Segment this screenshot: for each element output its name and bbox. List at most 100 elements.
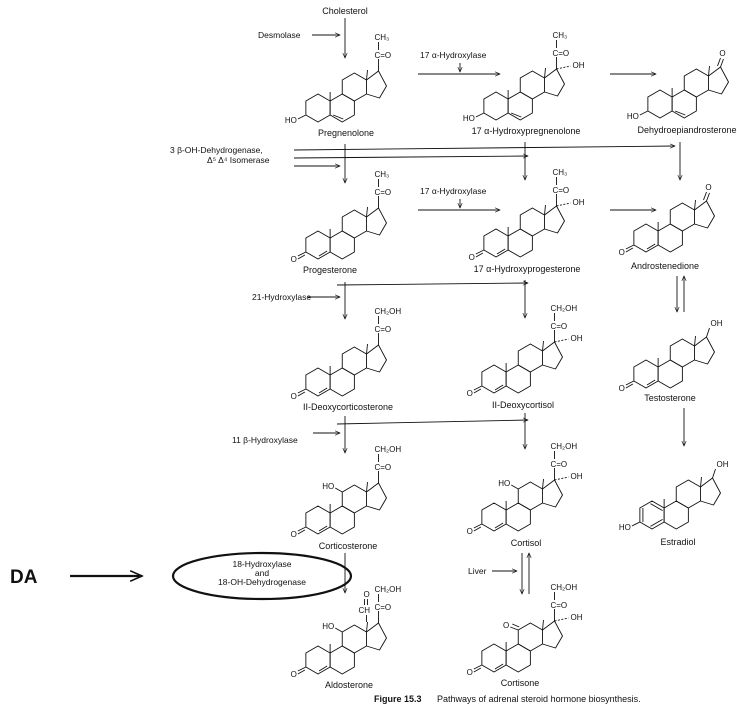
svg-text:C=O: C=O [550, 601, 567, 610]
hydroxypregnenolone-structure: HO C=O CH₃ OH [463, 31, 585, 123]
svg-text:C=O: C=O [374, 325, 391, 334]
label-testosterone: Testosterone [644, 393, 696, 403]
label-hydroxylase17-top: 17 α-Hydroxylase [420, 50, 487, 60]
text-labels: Cholesterol Desmolase 17 α-Hydroxylase P… [10, 6, 737, 704]
aldosterone-structure: O HO C=O CH₂OH CH O [291, 585, 402, 679]
svg-text:CH₃: CH₃ [374, 33, 389, 42]
svg-text:CH₂OH: CH₂OH [374, 445, 401, 454]
svg-text:CH₃: CH₃ [374, 170, 389, 179]
arrow-dhydrogenase-mid [293, 156, 528, 158]
label-hydroxylase18-3: 18-OH-Dehydrogenase [218, 577, 306, 587]
arrow-dhydrogenase-long [293, 146, 675, 151]
label-deoxycortisol: II-Deoxycortisol [492, 400, 554, 410]
svg-text:CH₃: CH₃ [552, 168, 567, 177]
svg-text:O: O [291, 392, 297, 401]
highlight-ellipse [171, 551, 353, 601]
svg-text:C=O: C=O [552, 186, 569, 195]
svg-text:CH₂OH: CH₂OH [550, 304, 577, 313]
svg-text:OH: OH [570, 472, 582, 481]
svg-text:HO: HO [463, 114, 475, 123]
svg-text:HO: HO [322, 622, 334, 631]
cortisone-structure: O O C=O CH₂OH OH [467, 583, 583, 677]
svg-text:OH: OH [572, 61, 584, 70]
arrow-11-long [336, 420, 528, 425]
svg-text:O: O [467, 527, 473, 536]
svg-text:O: O [291, 530, 297, 539]
label-hydroxylase17-mid: 17 α-Hydroxylase [420, 186, 487, 196]
svg-text:O: O [503, 621, 509, 630]
caption-label: Figure 15.3 [374, 694, 422, 704]
svg-text:O: O [291, 255, 297, 264]
label-androstenedione: Androstenedione [631, 261, 699, 271]
svg-text:HO: HO [498, 479, 510, 488]
label-cortisol: Cortisol [511, 538, 542, 548]
svg-text:C=O: C=O [374, 188, 391, 197]
arrow-21-long [336, 283, 528, 285]
label-dehydrogenase-2: Δ⁵ Δ⁴ Isomerase [207, 155, 270, 165]
svg-text:O: O [291, 670, 297, 679]
svg-text:O: O [619, 248, 625, 257]
corticosterone-structure: O HO C=O CH₂OH [291, 445, 402, 539]
svg-text:C=O: C=O [552, 49, 569, 58]
label-dhea: Dehydroepiandrosterone [637, 125, 736, 135]
svg-text:C=O: C=O [550, 460, 567, 469]
label-hydroxypregnenolone: 17 α-Hydroxypregnenolone [472, 126, 581, 136]
svg-text:CH₂OH: CH₂OH [374, 585, 401, 594]
svg-text:O: O [619, 384, 625, 393]
svg-text:O: O [363, 590, 369, 599]
svg-text:HO: HO [619, 523, 631, 532]
estradiol-structure: HO OH [619, 460, 729, 532]
label-hydroxylase18-2: and [255, 568, 269, 578]
label-progesterone: Progesterone [303, 265, 357, 275]
label-cortisone: Cortisone [501, 678, 540, 688]
label-corticosterone: Corticosterone [319, 541, 378, 551]
svg-text:OH: OH [570, 334, 582, 343]
svg-text:CH: CH [358, 606, 370, 615]
svg-text:CH₂OH: CH₂OH [550, 583, 577, 592]
pregnenolone-structure: HO C=O CH₃ [285, 33, 391, 125]
svg-text:OH: OH [572, 198, 584, 207]
hydroxyprogesterone-structure: O C=O CH₃ OH [469, 168, 585, 262]
svg-text:C=O: C=O [374, 603, 391, 612]
svg-text:C=O: C=O [374, 463, 391, 472]
molecule-structures: HOC=OCH₃HOC=OCH₃OHHOOOC=OCH₃OC=OCH₃OHOOO… [285, 31, 729, 679]
label-estradiol: Estradiol [660, 537, 695, 547]
svg-text:CH₃: CH₃ [552, 31, 567, 40]
dhea-structure: HO O [627, 49, 729, 121]
da-label: DA [10, 567, 38, 588]
label-hydroxyprogesterone: 17 α-Hydroxyprogesterone [474, 264, 581, 274]
label-desmolase: Desmolase [258, 30, 301, 40]
label-hydroxylase21: 21-Hydroxylase [252, 292, 311, 302]
svg-text:OH: OH [570, 613, 582, 622]
reaction-arrows [70, 18, 684, 601]
svg-text:O: O [469, 253, 475, 262]
label-deoxycorticosterone: II-Deoxycorticosterone [303, 402, 393, 412]
svg-text:O: O [467, 389, 473, 398]
svg-text:HO: HO [285, 116, 297, 125]
deoxycortisol-structure: O C=O CH₂OH OH [467, 304, 583, 398]
svg-text:O: O [719, 49, 725, 58]
svg-text:HO: HO [322, 482, 334, 491]
androstenedione-structure: OO [619, 183, 715, 257]
svg-text:O: O [467, 668, 473, 677]
label-hydroxylase18-1: 18-Hydroxylase [232, 559, 291, 569]
svg-text:C=O: C=O [374, 51, 391, 60]
svg-text:OH: OH [710, 319, 722, 328]
caption-text: Pathways of adrenal steroid hormone bios… [437, 694, 641, 704]
label-pregnenolone: Pregnenolone [318, 128, 374, 138]
label-cholesterol: Cholesterol [322, 6, 368, 16]
svg-text:HO: HO [627, 112, 639, 121]
svg-text:OH: OH [716, 460, 728, 469]
svg-text:O: O [705, 183, 711, 192]
progesterone-structure: O C=O CH₃ [291, 170, 392, 264]
label-dehydrogenase-1: 3 β-OH-Dehydrogenase, [170, 145, 263, 155]
label-liver: Liver [468, 566, 487, 576]
label-hydroxylase11: 11 β-Hydroxylase [232, 435, 298, 445]
svg-text:C=O: C=O [550, 322, 567, 331]
svg-text:CH₂OH: CH₂OH [374, 307, 401, 316]
testosterone-structure: O OH [619, 319, 723, 393]
deoxycorticosterone-structure: O C=O CH₂OH [291, 307, 402, 401]
